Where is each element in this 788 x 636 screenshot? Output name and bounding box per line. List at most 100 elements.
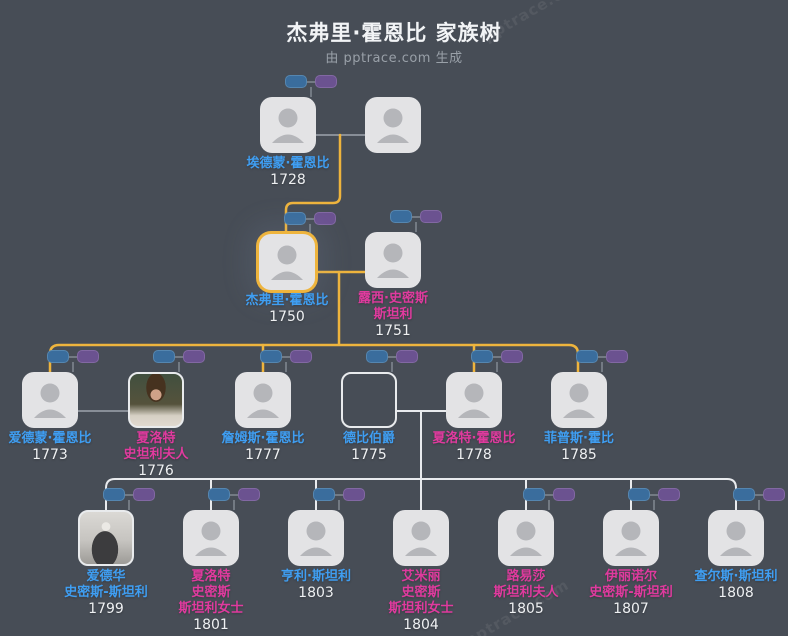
person-node-charlotte-1801[interactable]: 夏洛特 史密斯 斯坦利女士 1801 xyxy=(178,488,260,633)
pill-connector xyxy=(758,500,760,510)
person-year: 1776 xyxy=(138,463,174,479)
blue-pill-button[interactable] xyxy=(628,488,650,501)
person-node-unknown-spouse[interactable] xyxy=(365,97,421,153)
blue-pill-button[interactable] xyxy=(153,350,175,363)
person-card-highlighted[interactable] xyxy=(259,234,315,290)
pill-connector xyxy=(496,362,498,372)
pill-connector xyxy=(309,224,311,234)
purple-pill-button[interactable] xyxy=(183,350,205,363)
person-card[interactable] xyxy=(288,510,344,566)
person-node-geoffrey-1750-focus[interactable]: 杰弗里·霍恩比 1750 xyxy=(246,212,336,325)
person-node-emily-1804[interactable]: 艾米丽 史密斯 斯坦利女士 1804 xyxy=(388,510,454,633)
person-node-edmund-1728[interactable]: 埃德蒙·霍恩比 1728 xyxy=(247,75,337,188)
person-name: 艾米丽 史密斯 斯坦利女士 xyxy=(388,569,454,616)
blue-pill-button[interactable] xyxy=(103,488,125,501)
pill-connector xyxy=(72,362,74,372)
purple-pill-button[interactable] xyxy=(314,212,336,225)
person-node-charlotte-hornby-1778[interactable]: 夏洛特·霍恩比 1778 xyxy=(433,350,523,463)
person-name: 查尔斯·斯坦利 xyxy=(694,569,778,584)
person-card[interactable] xyxy=(551,372,607,428)
blue-pill-button[interactable] xyxy=(733,488,755,501)
person-card[interactable] xyxy=(708,510,764,566)
person-card[interactable] xyxy=(22,372,78,428)
pill-connector xyxy=(754,493,764,496)
purple-pill-button[interactable] xyxy=(77,350,99,363)
person-year: 1805 xyxy=(508,601,544,617)
purple-pill-button[interactable] xyxy=(315,75,337,88)
person-card[interactable] xyxy=(603,510,659,566)
blue-pill-button[interactable] xyxy=(366,350,388,363)
person-node-james-1777[interactable]: 詹姆斯·霍恩比 1777 xyxy=(222,350,312,463)
person-node-edward-1799[interactable]: 爱德华 史密斯-斯坦利 1799 xyxy=(64,488,155,617)
person-card[interactable] xyxy=(183,510,239,566)
purple-pill-button[interactable] xyxy=(501,350,523,363)
blue-pill-button[interactable] xyxy=(285,75,307,88)
blue-pill-button[interactable] xyxy=(284,212,306,225)
person-placeholder-icon xyxy=(563,383,595,418)
page-title: 杰弗里·霍恩比 家族树 xyxy=(286,21,502,45)
blue-pill-button[interactable] xyxy=(260,350,282,363)
person-card[interactable] xyxy=(260,97,316,153)
blue-pill-button[interactable] xyxy=(390,210,412,223)
blue-pill-button[interactable] xyxy=(47,350,69,363)
pill-connector xyxy=(124,493,134,496)
purple-pill-button[interactable] xyxy=(133,488,155,501)
page-subtitle: 由 pptrace.com 生成 xyxy=(325,51,463,66)
person-card[interactable] xyxy=(365,97,421,153)
person-name: 夏洛特 史密斯 斯坦利女士 xyxy=(178,569,244,616)
blue-pill-button[interactable] xyxy=(523,488,545,501)
purple-pill-button[interactable] xyxy=(290,350,312,363)
person-node-eleanor-1807[interactable]: 伊丽诺尔 史密斯-斯坦利 1807 xyxy=(589,488,680,617)
person-card[interactable] xyxy=(393,510,449,566)
person-year: 1801 xyxy=(193,617,229,633)
purple-pill-button[interactable] xyxy=(763,488,785,501)
blue-pill-button[interactable] xyxy=(576,350,598,363)
person-node-louisa-1805[interactable]: 路易莎 斯坦利夫人 1805 xyxy=(493,488,575,617)
person-label: 夏洛特 史坦利夫人 1776 xyxy=(81,431,231,480)
purple-pill-button[interactable] xyxy=(343,488,365,501)
person-node-earl-of-derby-1775[interactable]: 德比伯爵 1775 xyxy=(341,350,418,463)
person-label: 查尔斯·斯坦利 1808 xyxy=(661,569,788,602)
person-node-charles-1808[interactable]: 查尔斯·斯坦利 1808 xyxy=(695,488,785,601)
person-label: 詹姆斯·霍恩比 1777 xyxy=(188,431,338,464)
person-node-henry-1803[interactable]: 亨利·斯坦利 1803 xyxy=(281,488,365,601)
person-name: 德比伯爵 xyxy=(342,431,395,446)
person-year: 1804 xyxy=(403,617,439,633)
blue-pill-button[interactable] xyxy=(471,350,493,363)
person-placeholder-icon xyxy=(34,383,66,418)
blue-pill-button[interactable] xyxy=(313,488,335,501)
pill-connector xyxy=(653,500,655,510)
pill-connector xyxy=(391,362,393,372)
pill-connector xyxy=(334,493,344,496)
person-card[interactable] xyxy=(446,372,502,428)
person-node-charlotte-stanley-1776[interactable]: 夏洛特 史坦利夫人 1776 xyxy=(123,350,205,479)
pill-connector xyxy=(229,493,239,496)
person-card[interactable] xyxy=(365,232,421,288)
person-placeholder-icon xyxy=(615,521,647,556)
purple-pill-button[interactable] xyxy=(396,350,418,363)
person-photo[interactable] xyxy=(341,372,397,428)
purple-pill-button[interactable] xyxy=(420,210,442,223)
pill-connector xyxy=(233,500,235,510)
person-node-edmund-1773[interactable]: 爱德蒙·霍恩比 1773 xyxy=(9,350,99,463)
person-photo[interactable] xyxy=(78,510,134,566)
purple-pill-button[interactable] xyxy=(606,350,628,363)
person-node-lucy-1751[interactable]: 露西·史密斯 斯坦利 1751 xyxy=(358,210,442,339)
person-card[interactable] xyxy=(498,510,554,566)
blue-pill-button[interactable] xyxy=(208,488,230,501)
person-photo[interactable] xyxy=(128,372,184,428)
person-name: 夏洛特·霍恩比 xyxy=(432,431,516,446)
purple-pill-button[interactable] xyxy=(553,488,575,501)
purple-pill-button[interactable] xyxy=(658,488,680,501)
person-name: 詹姆斯·霍恩比 xyxy=(221,431,305,446)
person-placeholder-icon xyxy=(300,521,332,556)
person-card[interactable] xyxy=(235,372,291,428)
person-node-phipps-1785[interactable]: 菲普斯·霍比 1785 xyxy=(544,350,628,463)
person-label: 菲普斯·霍比 1785 xyxy=(504,431,654,464)
purple-pill-button[interactable] xyxy=(238,488,260,501)
person-placeholder-icon xyxy=(272,108,304,143)
person-year: 1751 xyxy=(375,323,411,339)
pill-connector xyxy=(68,355,78,358)
person-name: 菲普斯·霍比 xyxy=(544,431,614,446)
